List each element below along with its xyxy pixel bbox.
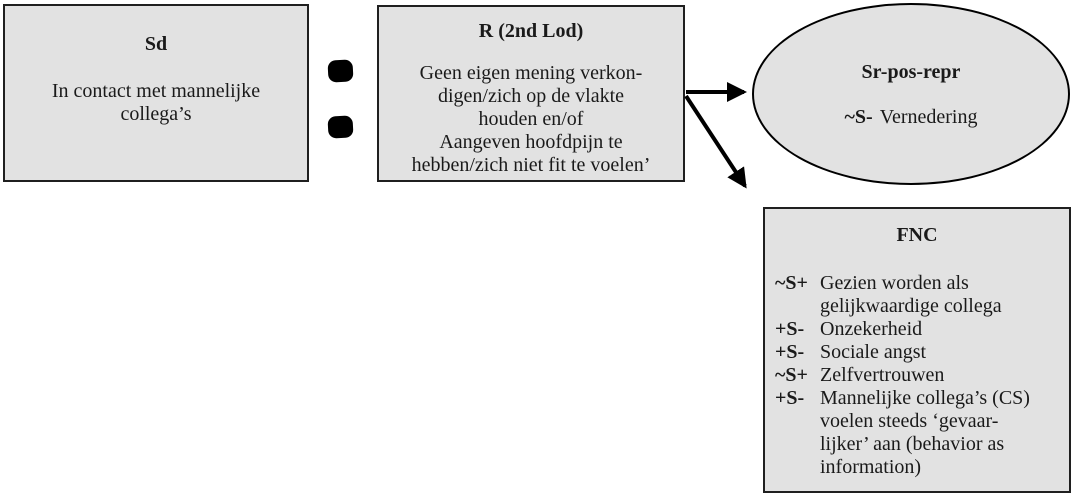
fnc-box: FNC ~S+ Gezien worden als gelijkwaardige… bbox=[763, 207, 1071, 493]
fnc-item-text: Mannelijke collega’s (CS) voelen steeds … bbox=[820, 387, 1030, 478]
fnc-item: +S- Mannelijke collega’s (CS) voelen ste… bbox=[775, 387, 1065, 479]
fnc-item-prefix: +S- bbox=[775, 387, 805, 409]
sr-pos-repr-ellipse: Sr-pos-repr ~S- Vernedering bbox=[752, 3, 1070, 185]
sd-box: Sd In contact met mannelijke collega’s bbox=[3, 4, 309, 182]
fnc-item-text: Zelfvertrouwen bbox=[820, 364, 945, 386]
fnc-item: ~S+ Gezien worden als gelijkwaardige col… bbox=[775, 272, 1065, 318]
colon-dot-icon bbox=[327, 59, 354, 83]
r-box-body: Geen eigen mening verkon- digen/zich op … bbox=[411, 62, 651, 176]
fnc-item: +S- Onzekerheid bbox=[775, 318, 1065, 341]
colon-dot-icon bbox=[327, 115, 354, 139]
fnc-item: +S- Sociale angst bbox=[775, 341, 1065, 364]
fnc-item: ~S+ Zelfvertrouwen bbox=[775, 364, 1065, 387]
fnc-box-title: FNC bbox=[896, 224, 938, 246]
fnc-item-text: Sociale angst bbox=[820, 341, 927, 363]
sr-ellipse-entry: ~S- Vernedering bbox=[845, 105, 978, 129]
fnc-item-text: Gezien worden als gelijkwaardige collega bbox=[820, 272, 1002, 317]
sr-entry-prefix: ~S- bbox=[844, 105, 873, 128]
fnc-item-prefix: +S- bbox=[775, 318, 805, 340]
fnc-item-prefix: ~S+ bbox=[775, 364, 808, 386]
fnc-list: ~S+ Gezien worden als gelijkwaardige col… bbox=[765, 272, 1069, 479]
sd-box-body: In contact met mannelijke collega’s bbox=[51, 80, 261, 125]
arrow-r-to-fnc bbox=[684, 94, 747, 189]
sr-entry-label: Vernedering bbox=[879, 105, 978, 128]
sd-box-title: Sd bbox=[144, 33, 168, 55]
fnc-item-prefix: +S- bbox=[775, 341, 805, 363]
fnc-item-prefix: ~S+ bbox=[775, 272, 808, 294]
r-box: R (2nd Lod) Geen eigen mening verkon- di… bbox=[377, 5, 685, 182]
r-box-title: R (2nd Lod) bbox=[478, 20, 584, 42]
fnc-item-text: Onzekerheid bbox=[820, 318, 923, 340]
sr-ellipse-title: Sr-pos-repr bbox=[861, 60, 961, 83]
